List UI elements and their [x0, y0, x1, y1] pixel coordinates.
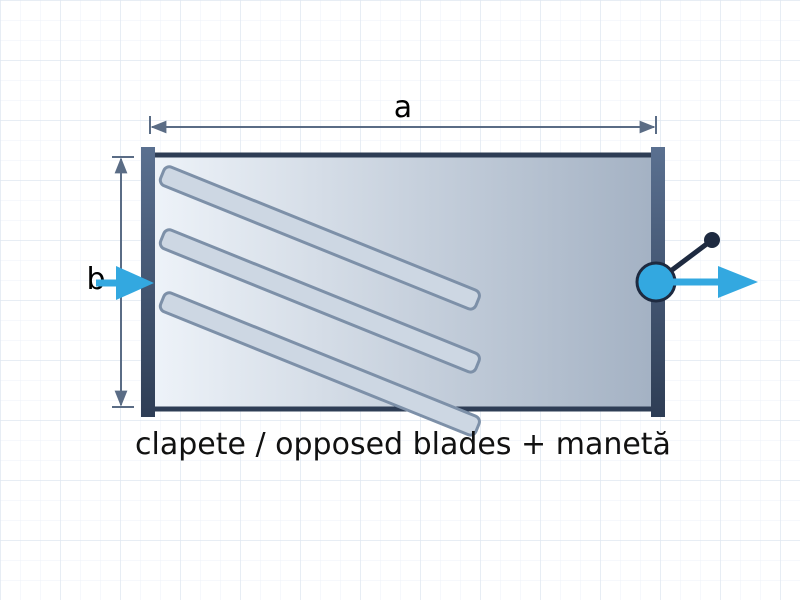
damper-blade [158, 228, 481, 374]
lever-pivot [635, 261, 677, 303]
dimension-label-a: a [394, 90, 412, 125]
damper-blade [158, 291, 481, 437]
lever-knob [704, 232, 720, 248]
opposed-blades [158, 165, 481, 437]
width-dimension: a [149, 90, 657, 134]
inlet-arrow-icon [96, 266, 154, 300]
outlet-arrow-icon [670, 266, 758, 298]
diagram-caption: clapete / opposed blades + manetă [135, 427, 671, 462]
lever-handle-icon [635, 232, 720, 303]
damper-blade [158, 165, 481, 311]
